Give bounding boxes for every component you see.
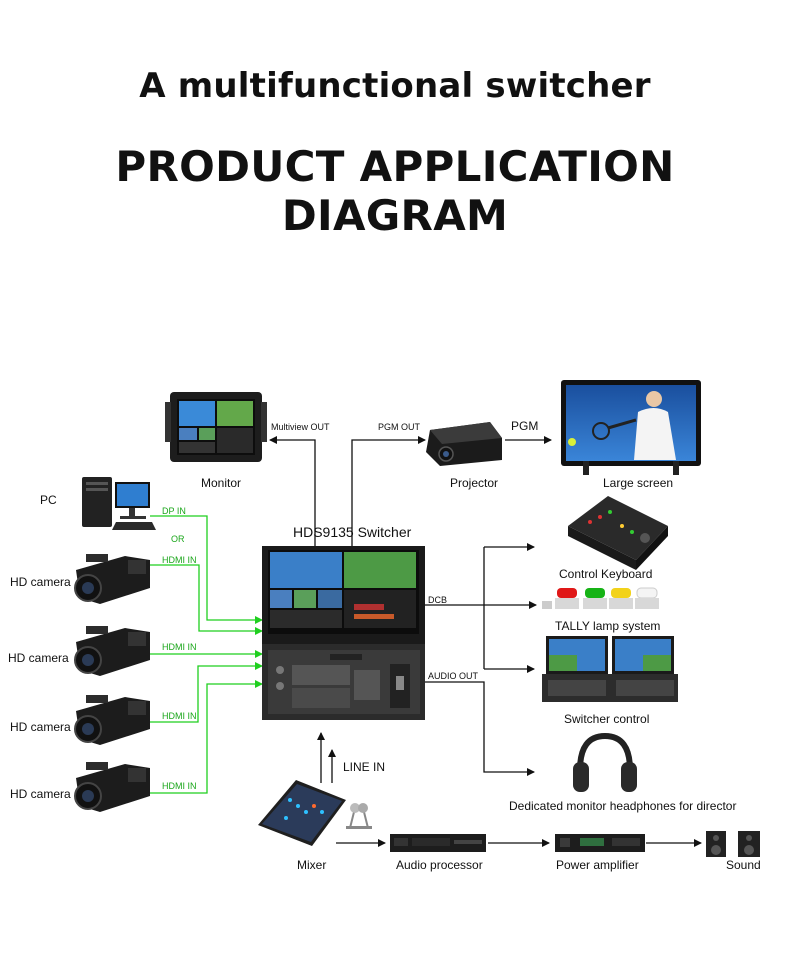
monitor-label: Monitor: [201, 476, 242, 490]
dp-in-line: [150, 515, 263, 624]
dcb-label: DCB: [428, 595, 448, 605]
hdmi-in-4-label: HDMI IN: [162, 781, 197, 791]
hdmi-in-3-label: HDMI IN: [162, 711, 197, 721]
hds9135-switcher-device: [262, 546, 425, 720]
audio-processor-device: [390, 834, 486, 852]
hd-camera-2-label: HD camera: [8, 651, 69, 665]
pc-label: PC: [40, 493, 57, 507]
headphones-device: [573, 732, 637, 792]
hdmi-in-line-3: [150, 662, 263, 723]
microphones-icon: [346, 803, 372, 829]
mixer-device: [258, 780, 346, 846]
pc-device: [82, 477, 156, 530]
hdmi-in-line-4: [150, 680, 263, 794]
pgm-label: PGM: [511, 419, 539, 433]
pgm-out-line: [351, 436, 426, 546]
hd-camera-4: [74, 762, 150, 812]
subtitle-heading: A multifunctional switcher: [139, 66, 651, 106]
control-keyboard-device: [568, 496, 668, 570]
tally-label: TALLY lamp system: [555, 619, 661, 633]
hd-camera-1: [74, 554, 150, 604]
hd-camera-2: [74, 626, 150, 676]
hd-camera-3: [74, 695, 150, 745]
hd-camera-1-label: HD camera: [10, 575, 71, 589]
page-title: PRODUCT APPLICATION DIAGRAM: [115, 142, 675, 240]
power-amplifier-label: Power amplifier: [556, 858, 639, 872]
pgm-out-label: PGM OUT: [378, 422, 420, 432]
projector-label: Projector: [450, 476, 499, 490]
input-lines: [150, 515, 263, 794]
hd-camera-4-label: HD camera: [10, 787, 71, 801]
audio-processor-label: Audio processor: [396, 858, 483, 872]
dp-in-label: DP IN: [162, 506, 186, 516]
projector-device: [426, 422, 502, 466]
control-keyboard-label: Control Keyboard: [559, 567, 653, 581]
hdmi-in-1-label: HDMI IN: [162, 555, 197, 565]
multiview-out-line: [269, 436, 316, 546]
switcher-control-label: Switcher control: [564, 712, 650, 726]
sound-label: Sound: [726, 858, 761, 872]
large-screen-label: Large screen: [603, 476, 674, 490]
monitor-device: [165, 392, 267, 462]
mixer-label: Mixer: [297, 858, 327, 872]
audio-out-label: AUDIO OUT: [428, 671, 479, 681]
audio-out-line: [425, 681, 535, 776]
headphones-label: Dedicated monitor headphones for directo…: [509, 799, 737, 813]
power-amplifier-device: [555, 834, 645, 852]
hdmi-in-2-label: HDMI IN: [162, 642, 197, 652]
hdmi-in-line-1: [150, 564, 263, 635]
hd-camera-3-label: HD camera: [10, 720, 71, 734]
sound-speakers-device: [706, 831, 760, 857]
output-lines: [269, 436, 702, 847]
or-label: OR: [171, 534, 185, 544]
switcher-label: HDS9135 Switcher: [293, 524, 412, 540]
switcher-control-device: [542, 636, 678, 702]
line-in-label: LINE IN: [343, 760, 386, 774]
large-screen-device: [561, 380, 701, 475]
tally-lamp-device: [542, 587, 659, 609]
multiview-out-label: Multiview OUT: [271, 422, 330, 432]
